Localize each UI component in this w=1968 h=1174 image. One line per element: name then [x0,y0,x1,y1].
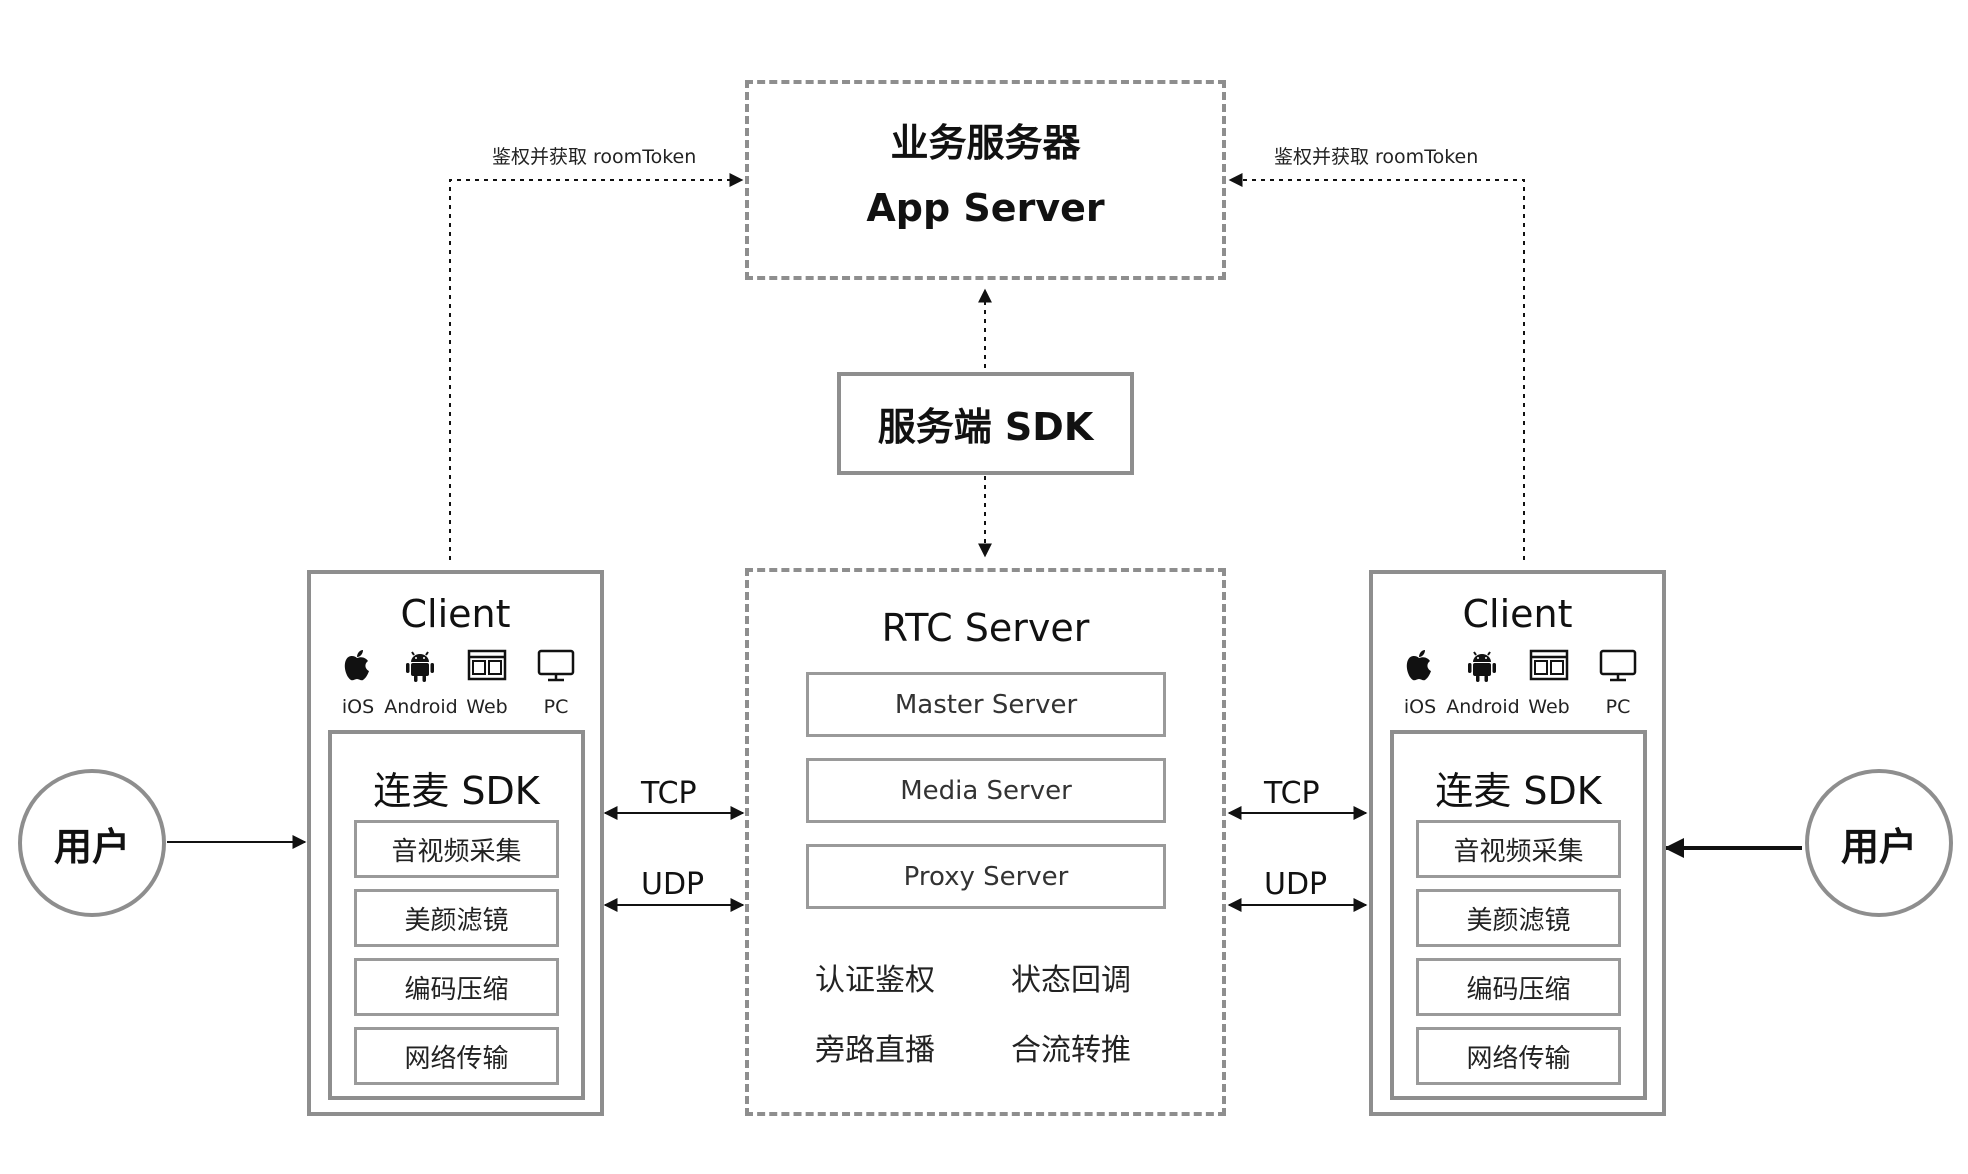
apple-icon [344,650,369,681]
left-module-encode: 编码压缩 [354,958,559,1016]
right-module-capture-label: 音视频采集 [1453,836,1584,867]
left-module-network-label: 网络传输 [404,1043,509,1074]
user-left-node: 用户 [18,769,166,917]
user-right-node: 用户 [1805,769,1953,917]
right-client-box [1369,570,1666,1116]
right-client-title: Client [1462,592,1573,636]
right-module-network-label: 网络传输 [1466,1043,1571,1074]
left-platform-pc: PC [543,696,569,718]
right-platform-pc: PC [1605,696,1631,718]
app-server-box [745,80,1226,280]
android-icon [406,651,434,682]
auth-right-connector [1228,173,1525,560]
auth-left-connector [449,173,744,560]
web-icon [467,649,507,681]
right-module-beauty-label: 美颜滤镜 [1466,905,1571,936]
user-left-label: 用户 [53,824,130,869]
master-server-label: Master Server [894,689,1078,720]
udp-left-label: UDP [641,867,705,902]
app-server-title-en: App Server [866,186,1105,230]
proxy-server-box: Proxy Server [806,844,1166,909]
proxy-server-label: Proxy Server [903,861,1069,892]
feature-callback: 状态回调 [1011,963,1131,998]
feature-auth: 认证鉴权 [815,963,935,998]
pc-icon [1599,649,1637,682]
right-module-encode-label: 编码压缩 [1466,974,1571,1005]
right-platform-web: Web [1528,696,1570,718]
left-module-capture: 音视频采集 [354,820,559,878]
tcp-left-label: TCP [641,776,697,811]
auth-left-label: 鉴权并获取 roomToken [492,146,697,168]
server-sdk-box: 服务端 SDK [837,372,1134,475]
android-icon [1468,651,1496,682]
master-server-box: Master Server [806,672,1166,737]
left-sdk-box [328,730,585,1100]
server-sdk-label: 服务端 SDK [877,405,1094,449]
rtc-server-box [745,568,1226,1116]
right-module-network: 网络传输 [1416,1027,1621,1085]
app-server-title-cn: 业务服务器 [890,121,1081,165]
pc-icon [537,649,575,682]
udp-right-label: UDP [1264,867,1328,902]
feature-bypass-live: 旁路直播 [815,1033,935,1068]
left-module-encode-label: 编码压缩 [404,974,509,1005]
left-module-beauty-label: 美颜滤镜 [404,905,509,936]
left-platform-ios: iOS [341,696,375,718]
tcp-right-label: TCP [1264,776,1320,811]
left-platform-android: Android [384,696,458,718]
rtc-server-title: RTC Server [881,606,1090,650]
right-module-capture: 音视频采集 [1416,820,1621,878]
right-sdk-title: 连麦 SDK [1435,769,1602,813]
left-client-box [307,570,604,1116]
left-module-network: 网络传输 [354,1027,559,1085]
right-module-encode: 编码压缩 [1416,958,1621,1016]
right-module-beauty: 美颜滤镜 [1416,889,1621,947]
left-module-capture-label: 音视频采集 [391,836,522,867]
left-module-beauty: 美颜滤镜 [354,889,559,947]
media-server-label: Media Server [900,775,1072,806]
apple-icon [1406,650,1431,681]
left-client-title: Client [400,592,511,636]
right-platform-android: Android [1446,696,1520,718]
web-icon [1529,649,1569,681]
left-sdk-title: 连麦 SDK [373,769,540,813]
media-server-box: Media Server [806,758,1166,823]
feature-stream-merge: 合流转推 [1011,1033,1131,1068]
user-right-label: 用户 [1840,824,1917,869]
left-platform-web: Web [466,696,508,718]
auth-right-label: 鉴权并获取 roomToken [1274,146,1479,168]
right-sdk-box [1390,730,1647,1100]
right-platform-ios: iOS [1403,696,1437,718]
